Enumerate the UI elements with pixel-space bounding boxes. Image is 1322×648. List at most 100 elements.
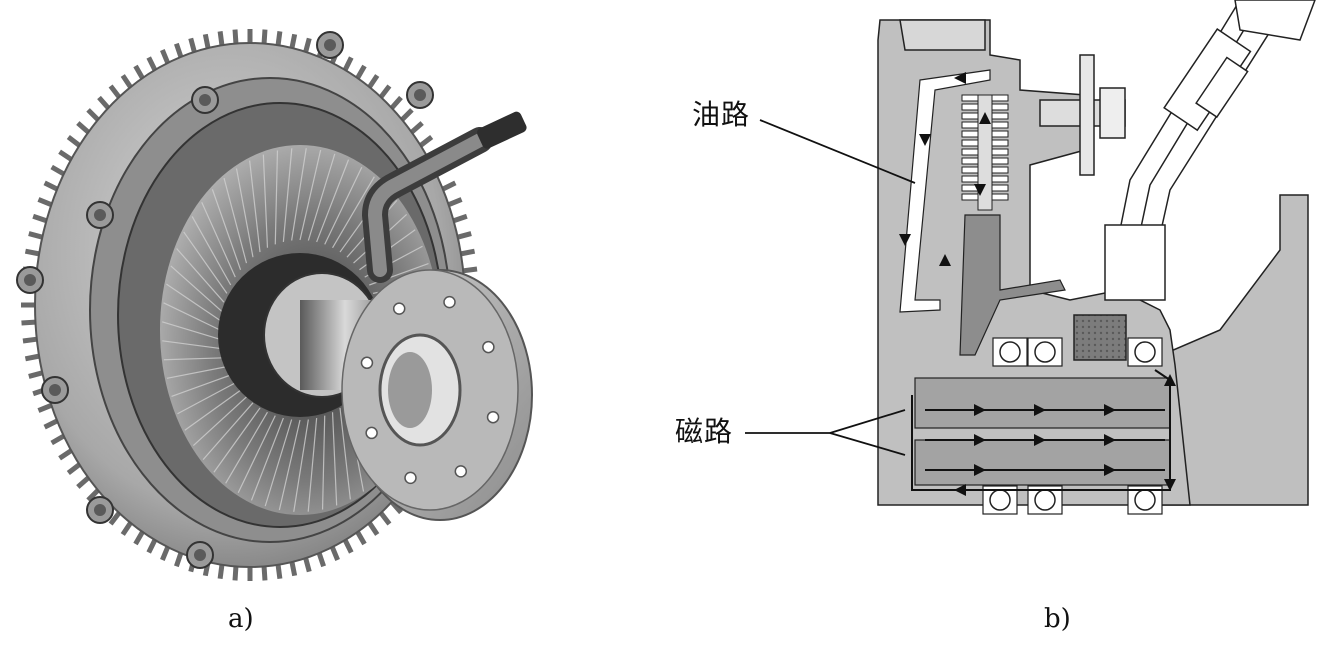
gear-tooth (378, 84, 392, 99)
fin (223, 177, 248, 264)
gear-tooth (275, 564, 283, 579)
gear-tooth (457, 231, 472, 240)
arrow-icon (1164, 374, 1176, 386)
gear-tooth (160, 546, 171, 561)
gear-tooth (261, 566, 268, 581)
gear-tooth (188, 37, 197, 53)
flange-hole (486, 410, 500, 424)
gear-tooth (217, 31, 225, 46)
gear-tooth (66, 462, 81, 476)
arrow-icon (979, 112, 991, 124)
label-magnetic-path: 磁路 (675, 415, 734, 448)
bolt-center (194, 549, 206, 561)
arrow-icon (939, 254, 951, 266)
bolt-center (199, 94, 211, 106)
fin (331, 412, 338, 506)
gear-tooth (58, 448, 73, 461)
arrow-icon (919, 134, 931, 146)
fin (163, 302, 221, 331)
panel-b-cross-section (745, 0, 1316, 515)
gear-tooth (202, 33, 211, 49)
magnetic-path-arrows (954, 374, 1176, 496)
fin (162, 340, 222, 350)
gear-tooth (329, 546, 340, 561)
gear-tooth (452, 213, 468, 224)
gear-tooth (447, 197, 463, 208)
fin (202, 402, 254, 460)
gear-tooth (355, 64, 367, 80)
fin (249, 160, 261, 253)
gear-tooth (22, 336, 38, 344)
arrow-icon (1034, 434, 1046, 446)
flange-hole (482, 340, 495, 354)
gear-tooth (441, 180, 457, 192)
oil-path-arrows (899, 72, 991, 266)
gear-tooth (24, 353, 40, 362)
flange-hole (404, 471, 417, 485)
bearing-ball (1134, 341, 1156, 363)
flange-hole (454, 465, 468, 478)
bolt-center (94, 504, 106, 516)
gear-tooth (21, 319, 36, 326)
bolt-center (24, 274, 36, 286)
gear-tooth (50, 433, 66, 446)
fin (166, 283, 221, 322)
bearing-ball (1134, 489, 1156, 511)
fin (291, 148, 307, 241)
gear-tooth (120, 74, 133, 89)
bolt-center (414, 89, 426, 101)
arrow-icon (954, 72, 966, 84)
gear-tooth (50, 164, 66, 177)
gear-tooth (419, 134, 434, 148)
flange-hole (365, 426, 378, 440)
gear-tooth (86, 488, 100, 502)
gear-tooth (378, 511, 392, 526)
arrow-icon (899, 234, 911, 246)
fin (307, 417, 318, 512)
gear-tooth (367, 521, 380, 536)
gear-tooth (303, 557, 312, 573)
gear-tooth (43, 418, 59, 430)
gear-tooth (289, 561, 298, 577)
gear-tooth (160, 49, 171, 64)
gear-tooth (28, 231, 43, 240)
gear-tooth (289, 33, 298, 49)
fin (163, 357, 224, 361)
bolts (16, 31, 434, 569)
fin (316, 159, 350, 243)
gear-tooth (76, 475, 91, 489)
oil-channel (899, 69, 991, 313)
gear-tooth (133, 64, 145, 80)
gear-tooth (462, 266, 478, 274)
flange-holes (360, 295, 500, 485)
sensor-assembly (1104, 0, 1316, 301)
arrow-icon (1104, 434, 1116, 446)
flange-hole (360, 356, 374, 370)
fin (201, 201, 236, 278)
gear-tooth (342, 56, 354, 72)
arrow-icon (954, 484, 966, 496)
caption-panel-a: a) (228, 604, 254, 634)
fin (225, 411, 268, 484)
fin (184, 389, 241, 431)
fin (235, 168, 254, 258)
fin (262, 154, 269, 248)
arrow-icon (974, 434, 986, 446)
fin (213, 407, 261, 473)
fin (250, 417, 284, 501)
gear-tooth (232, 566, 239, 581)
gear-tooth (342, 538, 354, 554)
bearing-ball (999, 341, 1021, 363)
bolt-center (324, 39, 336, 51)
fin (278, 419, 301, 511)
caption-panel-b: b) (1044, 604, 1071, 634)
fin (339, 407, 351, 500)
bearing-ball (1034, 341, 1056, 363)
gear-tooth (24, 248, 40, 257)
mag-leader-2 (829, 409, 906, 434)
fin (299, 149, 322, 241)
gear-tooth (133, 530, 145, 546)
arrow-icon (1034, 404, 1046, 416)
gear-tooth (58, 149, 73, 162)
fin (166, 366, 228, 379)
